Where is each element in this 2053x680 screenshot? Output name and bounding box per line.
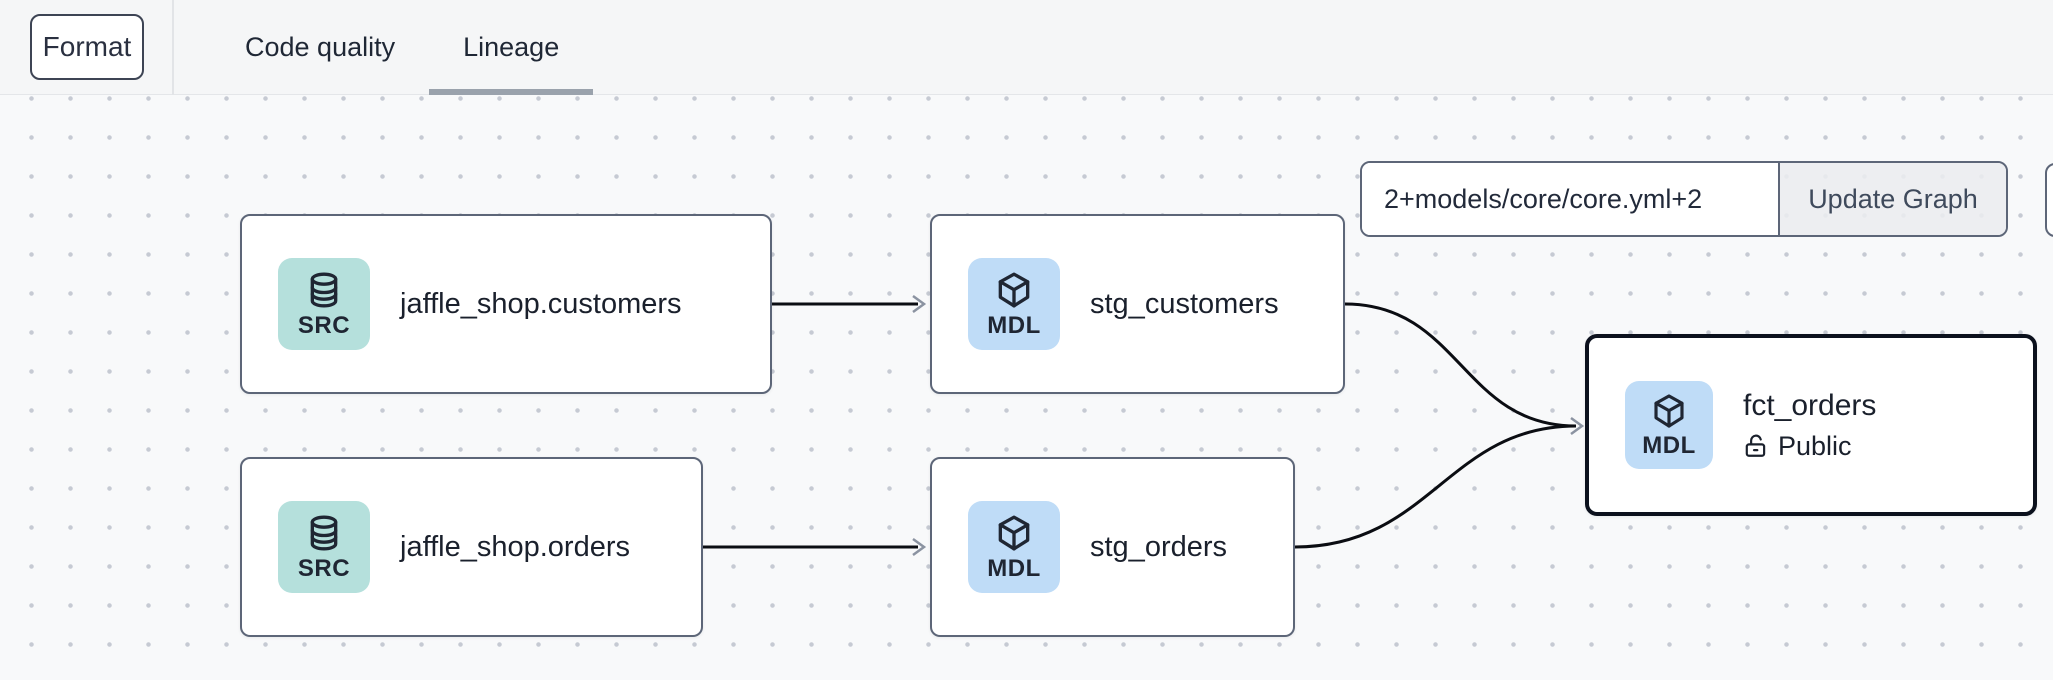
node-title: stg_customers <box>1090 287 1279 320</box>
tab-bar: Code quality Lineage <box>211 0 594 95</box>
cube-icon <box>998 515 1030 551</box>
cube-icon <box>998 272 1030 308</box>
node-title: fct_orders <box>1743 388 1877 422</box>
update-graph-button[interactable]: Update Graph <box>1778 163 2006 235</box>
tab-lineage[interactable]: Lineage <box>429 0 594 95</box>
node-type-label: MDL <box>987 555 1041 582</box>
toolbar: Format Code quality Lineage <box>0 0 2053 95</box>
access-row: Public <box>1743 431 1876 462</box>
source-badge: SRC <box>278 501 370 593</box>
database-icon <box>310 515 338 551</box>
lineage-edges <box>703 294 1585 557</box>
node-type-label: SRC <box>297 555 351 582</box>
node-title: jaffle_shop.orders <box>400 530 631 563</box>
model-badge: MDL <box>1625 381 1713 469</box>
database-icon <box>310 272 338 308</box>
node-type-label: MDL <box>1642 432 1696 459</box>
graph-selector-input[interactable] <box>1362 163 1778 235</box>
cube-icon <box>1654 394 1684 428</box>
tab-code-quality[interactable]: Code quality <box>245 31 396 62</box>
model-badge: MDL <box>968 258 1060 350</box>
node-title: stg_orders <box>1090 530 1228 563</box>
node-stg-customers[interactable]: MDL stg_customers <box>930 214 1345 394</box>
node-jaffle-shop-customers[interactable]: SRC jaffle_shop.customers <box>240 214 772 394</box>
format-button[interactable]: Format <box>30 14 144 80</box>
node-fct-orders[interactable]: MDL fct_orders Public <box>1585 334 2037 516</box>
graph-selector-group: Update Graph <box>1360 161 2008 237</box>
node-type-label: MDL <box>987 312 1041 339</box>
clipped-right-control[interactable] <box>2045 163 2053 237</box>
toolbar-divider <box>172 0 174 95</box>
lineage-canvas[interactable]: SRC jaffle_shop.customers MDL stg_custom… <box>0 96 2053 680</box>
model-badge: MDL <box>968 501 1060 593</box>
node-jaffle-shop-orders[interactable]: SRC jaffle_shop.orders <box>240 457 703 637</box>
source-badge: SRC <box>278 258 370 350</box>
node-stg-orders[interactable]: MDL stg_orders <box>930 457 1295 637</box>
node-type-label: SRC <box>297 312 351 339</box>
access-label: Public <box>1778 430 1852 461</box>
node-title: jaffle_shop.customers <box>400 287 682 320</box>
lock-open-icon <box>1745 434 1766 457</box>
